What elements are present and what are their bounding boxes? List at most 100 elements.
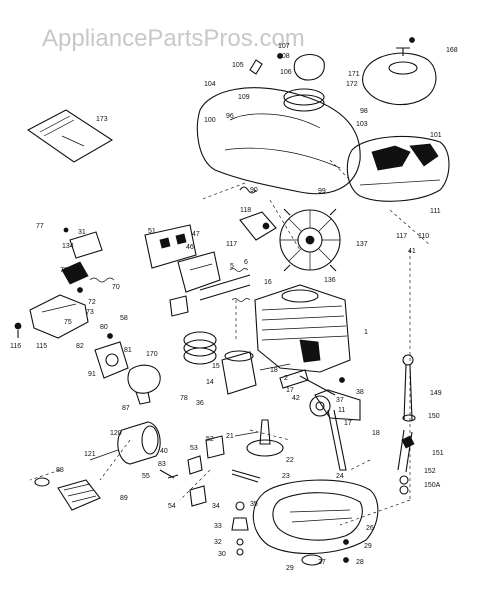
muffler-part: [89, 421, 161, 465]
governor-linkage-part: [61, 227, 115, 293]
fuel-tank-part: [362, 37, 437, 105]
callout-106: 106: [280, 69, 292, 76]
callout-98: 98: [360, 108, 368, 115]
callout-17b: 17: [344, 420, 352, 427]
callout-33: 33: [214, 523, 222, 530]
callout-105: 105: [232, 62, 244, 69]
watermark-text: AppliancePartsPros.com: [42, 25, 305, 52]
callout-137: 137: [356, 241, 368, 248]
callout-150: 150: [428, 413, 440, 420]
callout-170: 170: [146, 351, 158, 358]
callout-2: 2: [284, 375, 288, 382]
cylinder-block-part: [254, 284, 351, 373]
callout-21: 21: [226, 433, 234, 440]
callout-29a: 29: [364, 543, 372, 550]
callout-22: 22: [286, 457, 294, 464]
callout-17a: 17: [286, 387, 294, 394]
callout-171: 171: [348, 71, 360, 78]
callout-116: 116: [10, 343, 21, 350]
callout-77: 77: [36, 223, 44, 230]
callout-80: 80: [100, 324, 108, 331]
callout-23: 23: [282, 473, 290, 480]
callout-29b: 29: [286, 565, 294, 572]
callout-121: 121: [84, 451, 96, 458]
callout-27: 27: [318, 559, 326, 566]
callout-37: 37: [336, 397, 344, 404]
callout-58: 58: [120, 315, 128, 322]
callout-104: 104: [204, 81, 216, 88]
callout-78: 78: [60, 267, 68, 274]
callout-40: 40: [160, 448, 168, 455]
callout-46: 46: [186, 244, 194, 251]
callout-52: 52: [206, 436, 214, 443]
callout-53: 53: [190, 445, 198, 452]
callout-118: 118: [240, 207, 251, 214]
callout-18a: 18: [270, 367, 278, 374]
valve-cover-part: [144, 224, 221, 293]
callout-14: 14: [206, 379, 214, 386]
callout-136: 136: [324, 277, 336, 284]
carburetor-base-part: [346, 135, 450, 202]
flywheel-part: [279, 208, 341, 272]
callout-90: 90: [250, 187, 258, 194]
callout-51: 51: [148, 228, 156, 235]
callout-55: 55: [142, 473, 150, 480]
callout-31: 31: [78, 229, 86, 236]
callout-96: 96: [226, 113, 234, 120]
callout-117b: 117: [226, 241, 237, 248]
blower-housing-part: [196, 53, 361, 195]
callout-81: 81: [124, 347, 132, 354]
callout-labels: 173 101 103 104 105 106 107 108 109 100 …: [10, 43, 458, 572]
callout-111: 111: [430, 208, 441, 215]
callout-87: 87: [122, 405, 130, 412]
callout-11: 11: [338, 407, 345, 414]
callout-99: 99: [318, 188, 326, 195]
callout-150A: 150A: [424, 482, 441, 489]
callout-73: 73: [86, 309, 94, 316]
push-rod-part: [231, 469, 261, 483]
callout-151: 151: [432, 450, 444, 457]
callout-115: 115: [36, 343, 47, 350]
callout-117a: 117: [396, 233, 407, 240]
piston-part: [183, 331, 291, 395]
callout-89: 89: [120, 495, 128, 502]
callout-82: 82: [76, 343, 84, 350]
callout-72: 72: [88, 299, 96, 306]
carburetor-part: [94, 333, 161, 405]
callout-30: 30: [218, 551, 226, 558]
oil-drain-part: [231, 501, 249, 556]
callout-75: 75: [64, 319, 72, 326]
connecting-rod-part: [279, 369, 345, 396]
callout-35: 35: [250, 501, 258, 508]
callout-41: 41: [408, 248, 416, 255]
callout-134: 134: [62, 243, 74, 250]
callout-1: 1: [364, 329, 368, 336]
callout-42: 42: [292, 395, 300, 402]
callout-6: 6: [244, 259, 248, 266]
callout-88: 88: [56, 467, 64, 474]
callout-152: 152: [424, 468, 436, 475]
crankshaft-part: [309, 389, 361, 471]
callout-15: 15: [212, 363, 220, 370]
callout-16: 16: [264, 279, 272, 286]
callout-120: 120: [110, 430, 122, 437]
callout-38: 38: [356, 389, 364, 396]
callout-173: 173: [96, 116, 108, 123]
callout-172: 172: [346, 81, 358, 88]
callout-109: 109: [238, 94, 250, 101]
callout-107: 107: [278, 43, 290, 50]
callout-149: 149: [430, 390, 442, 397]
callout-101: 101: [430, 132, 442, 139]
camshaft-part: [234, 419, 284, 457]
ignition-coil-part: [239, 211, 277, 241]
callout-103: 103: [356, 121, 368, 128]
dipstick-tube-part: [397, 354, 416, 495]
owner-manual-part: [26, 109, 114, 163]
callout-28: 28: [356, 559, 364, 566]
callout-108: 108: [278, 53, 290, 60]
callout-24: 24: [336, 473, 344, 480]
crankcase-sump-part: [252, 479, 379, 566]
callout-5: 5: [230, 263, 234, 270]
